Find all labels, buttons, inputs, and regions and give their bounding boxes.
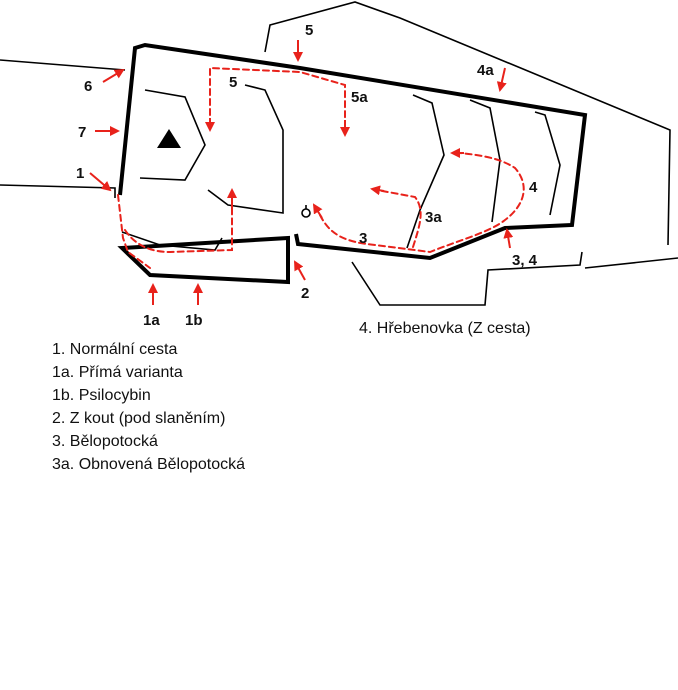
terrain-lines: [0, 1, 678, 306]
label-3a: 3a: [425, 209, 442, 226]
arrow-34: [503, 228, 514, 249]
route-1b: [124, 204, 233, 254]
ring-anchor-icon: [301, 205, 311, 218]
route-lines: [117, 66, 525, 269]
arrow-3-up: [312, 203, 323, 219]
label-6: 6: [84, 78, 92, 95]
label-34: 3, 4: [512, 252, 538, 269]
label-5-top: 5: [305, 22, 313, 39]
label-1a: 1a: [143, 312, 160, 329]
legend-item: 2. Z kout (pod slaněním): [52, 410, 225, 427]
label-3: 3: [359, 230, 367, 247]
label-5a: 5a: [351, 89, 368, 106]
legend-left: 1. Normální cesta 1a. Přímá varianta 1b.…: [52, 341, 245, 473]
label-4: 4: [529, 179, 538, 196]
label-2: 2: [301, 285, 309, 302]
legend-right: 4. Hřebenovka (Z cesta): [359, 320, 531, 337]
arrow-6: [102, 68, 125, 83]
legend-item: 3. Bělopotocká: [52, 433, 158, 450]
route-labels: 1 1a 1b 2 3 3a 3, 4 4 4a 5 5 5a 6 7: [76, 22, 538, 329]
label-4a: 4a: [477, 62, 494, 79]
arrow-3a-left: [370, 185, 385, 196]
rock-outline: [117, 42, 588, 285]
label-1b: 1b: [185, 312, 203, 329]
legend-item: 1b. Psilocybin: [52, 387, 151, 404]
legend-item: 1. Normální cesta: [52, 341, 177, 358]
route-3: [319, 152, 525, 254]
arrow-2: [294, 260, 306, 281]
arrow-1: [89, 172, 112, 192]
label-1: 1: [76, 165, 84, 182]
route-3a: [376, 189, 422, 248]
crack-lines: [121, 84, 561, 251]
legend-item: 1a. Přímá varianta: [52, 364, 183, 381]
route-1: [117, 194, 151, 269]
route-arrows: [89, 40, 514, 305]
label-5-inner: 5: [229, 74, 237, 91]
legend-item: 3a. Obnovená Bělopotocká: [52, 456, 245, 473]
triangle-summit-icon: [157, 129, 181, 148]
arrow-4a: [496, 67, 507, 92]
label-7: 7: [78, 124, 86, 141]
legend-item: 4. Hřebenovka (Z cesta): [359, 320, 531, 337]
